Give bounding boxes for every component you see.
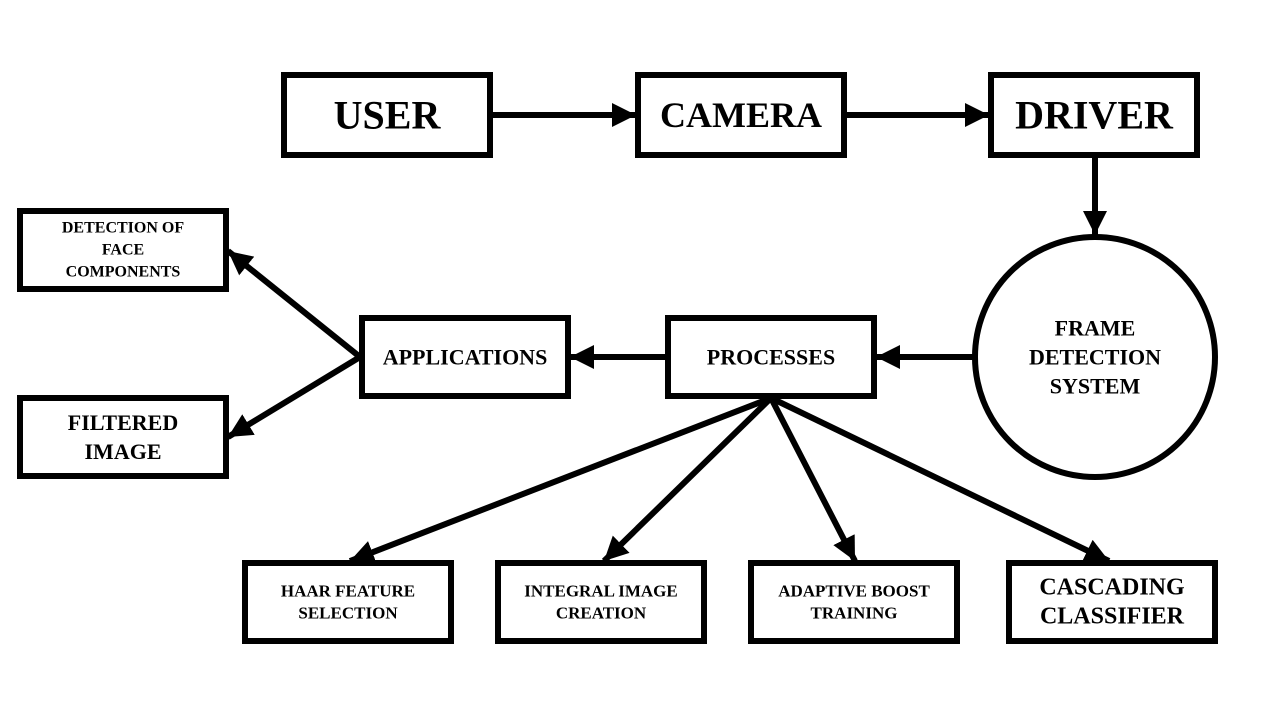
node-frame-detection: FRAME DETECTION SYSTEM (972, 234, 1218, 480)
node-face-components: DETECTION OF FACE COMPONENTS (17, 208, 229, 292)
node-frame-detection-box (972, 234, 1218, 480)
node-haar: HAAR FEATURE SELECTION (242, 560, 454, 644)
node-haar-label: SELECTION (298, 604, 398, 623)
node-face-components-label: FACE (102, 242, 144, 259)
arrow-processes-to-haar (348, 395, 773, 564)
node-driver-label: DRIVER (1015, 93, 1174, 138)
node-filtered-image-box (17, 395, 229, 479)
node-processes: PROCESSES (665, 315, 877, 399)
node-driver: DRIVER (988, 72, 1200, 158)
node-camera-label: CAMERA (660, 95, 822, 135)
node-cascade-box (1006, 560, 1218, 644)
node-frame-detection-label: DETECTION (1029, 345, 1161, 370)
arrow-applications-to-face-components (226, 248, 362, 360)
node-face-components-label: COMPONENTS (66, 264, 181, 281)
arrow-processes-to-integral (601, 395, 774, 564)
node-cascade: CASCADING CLASSIFIER (1006, 560, 1218, 644)
node-adaboost-label: ADAPTIVE BOOST (778, 582, 930, 601)
node-camera: CAMERA (635, 72, 847, 158)
node-adaboost-label: TRAINING (811, 604, 898, 623)
node-face-components-label: DETECTION OF (62, 220, 184, 237)
node-haar-box (242, 560, 454, 644)
node-applications: APPLICATIONS (359, 315, 571, 399)
node-face-components-box (17, 208, 229, 292)
node-driver-box (988, 72, 1200, 158)
node-processes-box (665, 315, 877, 399)
node-adaboost-box (748, 560, 960, 644)
node-user: USER (281, 72, 493, 158)
arrow-processes-to-adaboost (768, 396, 858, 563)
node-adaboost: ADAPTIVE BOOST TRAINING (748, 560, 960, 644)
node-filtered-image-label: FILTERED (68, 410, 178, 435)
node-cascade-label: CASCADING (1039, 575, 1185, 601)
node-frame-detection-label: SYSTEM (1050, 374, 1141, 399)
node-applications-label: APPLICATIONS (383, 345, 548, 370)
node-processes-label: PROCESSES (707, 345, 835, 370)
node-integral-label: CREATION (556, 604, 647, 623)
node-camera-box (635, 72, 847, 158)
node-cascade-label: CLASSIFIER (1040, 604, 1185, 630)
node-integral-label: INTEGRAL IMAGE (524, 582, 678, 601)
node-haar-label: HAAR FEATURE (281, 582, 415, 601)
node-integral-box (495, 560, 707, 644)
arrow-applications-to-filtered-image (226, 354, 362, 440)
node-user-box (281, 72, 493, 158)
arrow-processes-to-cascade (769, 395, 1111, 564)
node-filtered-image: FILTERED IMAGE (17, 395, 229, 479)
node-applications-box (359, 315, 571, 399)
node-frame-detection-label: FRAME (1055, 316, 1136, 341)
node-user-label: USER (334, 93, 442, 138)
node-filtered-image-label: IMAGE (85, 439, 162, 464)
node-integral: INTEGRAL IMAGE CREATION (495, 560, 707, 644)
